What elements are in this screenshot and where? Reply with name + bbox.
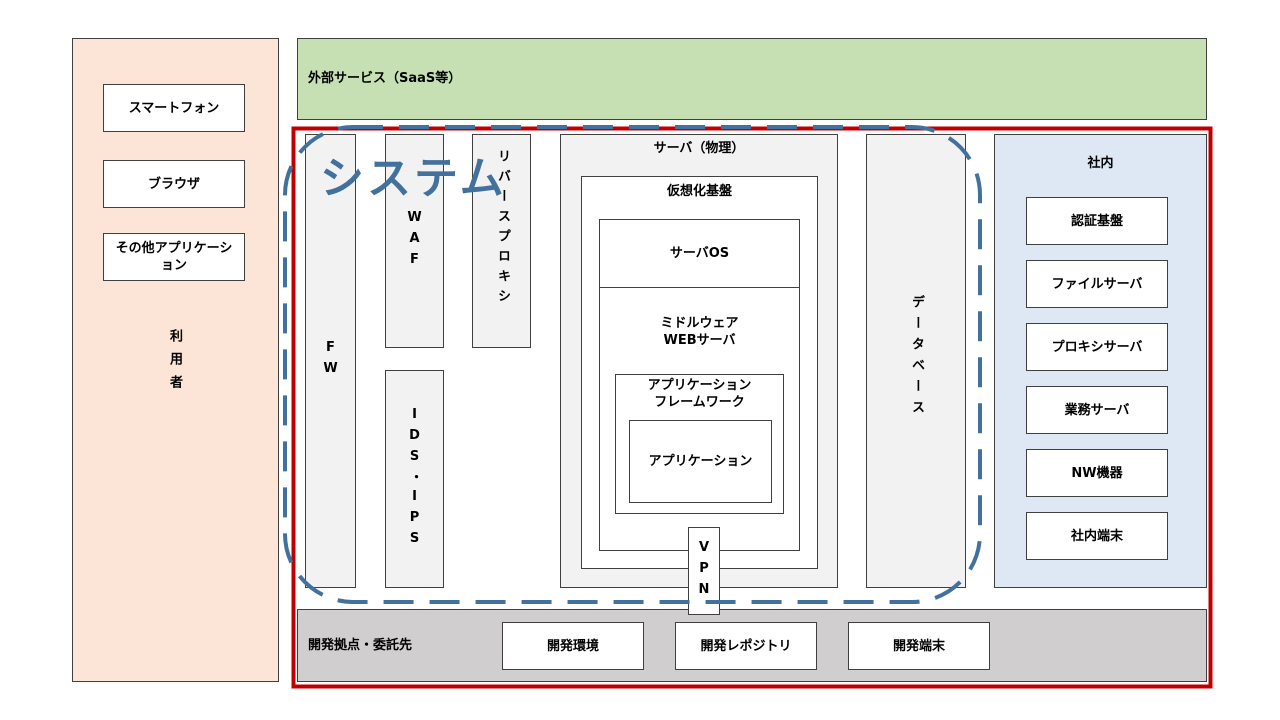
device-smartphone: スマートフォン — [103, 84, 245, 132]
external-services-label: 外部サービス（SaaS等） — [308, 71, 462, 86]
vpn-box: VPN — [688, 527, 720, 615]
reverse-proxy-label: リバースプロキシ — [495, 149, 510, 309]
internal-nw-equipment: NW機器 — [1026, 449, 1168, 497]
virtualization-label: 仮想化基盤 — [666, 184, 732, 199]
dev-repository: 開発レポジトリ — [675, 622, 817, 670]
internal-terminal: 社内端末 — [1026, 512, 1168, 560]
internal-proxy-server: プロキシサーバ — [1026, 323, 1168, 371]
users-panel: スマートフォン ブラウザ その他アプリケーション 利用者 — [72, 38, 279, 682]
physical-server-label: サーバ（物理） — [653, 141, 745, 156]
internal-panel: 社内 認証基盤 ファイルサーバ プロキシサーバ 業務サーバ NW機器 社内端末 — [994, 134, 1207, 588]
virtualization-box: 仮想化基盤 サーバOS ミドルウェア WEBサーバ アプリケーション フレームワ… — [581, 176, 818, 569]
external-services-panel: 外部サービス（SaaS等） — [297, 38, 1207, 120]
application-box: アプリケーション — [629, 420, 772, 503]
database-label: データベース — [909, 295, 924, 421]
waf-box: WAF — [385, 134, 444, 348]
ids-ips-label: IDS・IPS — [407, 406, 422, 552]
device-browser: ブラウザ — [103, 160, 245, 208]
ids-ips-box: IDS・IPS — [385, 370, 444, 588]
internal-business-server: 業務サーバ — [1026, 386, 1168, 434]
fw-label: FW — [323, 340, 338, 382]
internal-label: 社内 — [1087, 156, 1114, 171]
internal-auth: 認証基盤 — [1026, 197, 1168, 245]
database-box: データベース — [866, 134, 966, 588]
framework-label: アプリケーション フレームワーク — [647, 378, 752, 410]
reverse-proxy-box: リバースプロキシ — [472, 134, 531, 348]
dev-environment: 開発環境 — [502, 622, 644, 670]
dev-panel: 開発拠点・委託先 開発環境 開発レポジトリ 開発端末 — [297, 609, 1207, 682]
dev-label: 開発拠点・委託先 — [308, 638, 413, 653]
physical-server-box: サーバ（物理） 仮想化基盤 サーバOS ミドルウェア WEBサーバ アプリケーシ… — [560, 134, 838, 588]
waf-label: WAF — [407, 209, 422, 273]
device-other-app: その他アプリケーション — [103, 233, 245, 281]
server-os-box: サーバOS ミドルウェア WEBサーバ アプリケーション フレームワーク アプリ… — [599, 219, 800, 551]
vpn-label: VPN — [696, 539, 712, 603]
framework-box: アプリケーション フレームワーク アプリケーション — [615, 374, 784, 514]
users-label: 利用者 — [167, 329, 182, 398]
fw-box: FW — [305, 134, 356, 588]
middleware-label: ミドルウェア WEBサーバ — [660, 316, 739, 348]
internal-file-server: ファイルサーバ — [1026, 260, 1168, 308]
dev-terminal: 開発端末 — [848, 622, 990, 670]
server-os-label: サーバOS — [600, 220, 799, 288]
